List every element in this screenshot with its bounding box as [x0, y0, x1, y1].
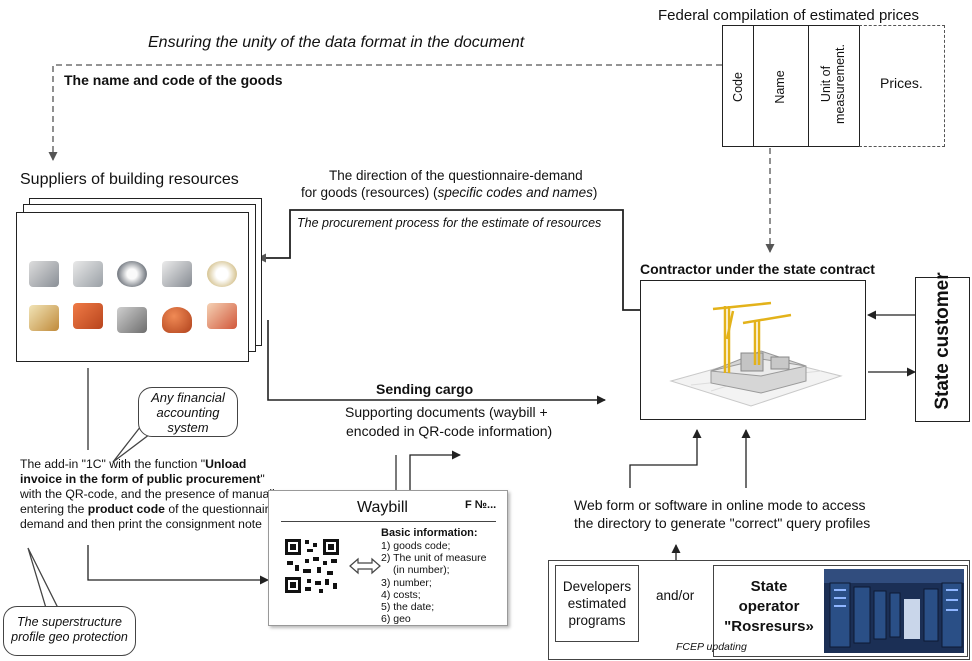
state-operator-label: State operator "Rosresurs»: [724, 578, 814, 635]
construction-site-illustration: [669, 301, 843, 407]
suppliers-box: [16, 212, 249, 362]
pipes-icon: [117, 261, 147, 287]
goods-label: The name and code of the goods: [64, 72, 283, 88]
waybill-item: 1) goods code;: [381, 540, 451, 552]
procurement-process: The procurement process for the estimate…: [297, 216, 602, 230]
sheet-icon: [29, 261, 59, 287]
beam-icon: [73, 261, 103, 287]
concrete-block-icon: [117, 307, 147, 333]
crane-icon: [712, 301, 792, 373]
addin-description: The add-in "1C" with the function "Unloa…: [20, 457, 281, 531]
tile-icon: [207, 303, 237, 329]
block-icon: [29, 305, 59, 331]
federal-col-code: Code: [731, 72, 745, 102]
federal-col-unit: Unit of measurement.: [819, 44, 847, 124]
supporting-docs-line2: encoded in QR-code information): [346, 423, 553, 439]
state-customer-box: State customer: [915, 272, 970, 422]
waybill-item: 2) The unit of measure: [381, 552, 487, 565]
double-arrow-icon: [349, 557, 381, 575]
insulation-icon: [207, 261, 237, 287]
waybill-basic-title: Basic information:: [381, 527, 478, 539]
webform-line2: the directory to generate "correct" quer…: [574, 515, 871, 531]
webform-line1: Web form or software in online mode to a…: [574, 497, 866, 513]
waybill-number: F №...: [465, 499, 497, 511]
direction-line1: The direction of the questionnaire-deman…: [329, 168, 583, 183]
waybill-item: 4) costs;: [381, 588, 421, 601]
waybill-item: 5) the date;: [381, 601, 435, 614]
waybill-item: 6) geo: [381, 613, 411, 626]
waybill-title: Waybill: [357, 499, 408, 516]
sending-cargo-label: Sending cargo: [376, 381, 474, 397]
suppliers-title: Suppliers of building resources: [20, 171, 239, 188]
waybill-item: 3) number;: [381, 576, 432, 589]
state-customer-label: State customer: [932, 272, 953, 410]
contractor-box: [640, 280, 866, 420]
rail-icon: [162, 261, 192, 287]
webform-to-contractor-arrow-left: [629, 429, 702, 488]
bubble-financial-system: Any financial accounting system: [138, 387, 238, 437]
waybill-item: (in number);: [393, 564, 450, 577]
unity-note: Ensuring the unity of the data format in…: [148, 34, 525, 51]
qr-code-icon: [283, 537, 341, 595]
procurement-arrow: [257, 209, 640, 311]
brick-icon: [73, 303, 103, 329]
federal-title: Federal compilation of estimated prices: [658, 7, 919, 24]
and-or-label: and/or: [656, 588, 695, 603]
waybill-doc: Waybill F №... Basic information: 1) goo…: [268, 490, 508, 626]
developers-label: Developers estimated programs: [562, 579, 632, 628]
dashed-goods-arrow: [48, 64, 722, 161]
supporting-docs-line1: Supporting documents (waybill +: [345, 404, 548, 420]
state-operator-box: State operator "Rosresurs»: [713, 565, 968, 657]
sending-cargo-arrow: [267, 320, 606, 405]
waybill-items: 1) goods code; 2) The unit of measure (i…: [381, 540, 486, 625]
developers-box: Developers estimated programs: [555, 565, 639, 642]
federal-price-table: Code Name Unit of measurement. Prices.: [722, 25, 947, 147]
contractor-title: Contractor under the state contract: [640, 261, 875, 277]
sand-pile-icon: [162, 307, 192, 333]
server-rack-icon: [824, 569, 964, 653]
bubble-geo-protection: The superstructure profile geo protectio…: [3, 606, 136, 656]
geo-bubble-pointer: [27, 547, 60, 609]
federal-col-name: Name: [773, 70, 787, 104]
fcep-updating-label: FCEP updating: [676, 641, 747, 653]
direction-line2: for goods (resources) (specific codes an…: [301, 185, 598, 200]
waybill-to-docs-arrow: [409, 450, 461, 490]
addin-to-waybill-arrow: [87, 545, 269, 585]
federal-col-prices: Prices.: [880, 75, 923, 91]
